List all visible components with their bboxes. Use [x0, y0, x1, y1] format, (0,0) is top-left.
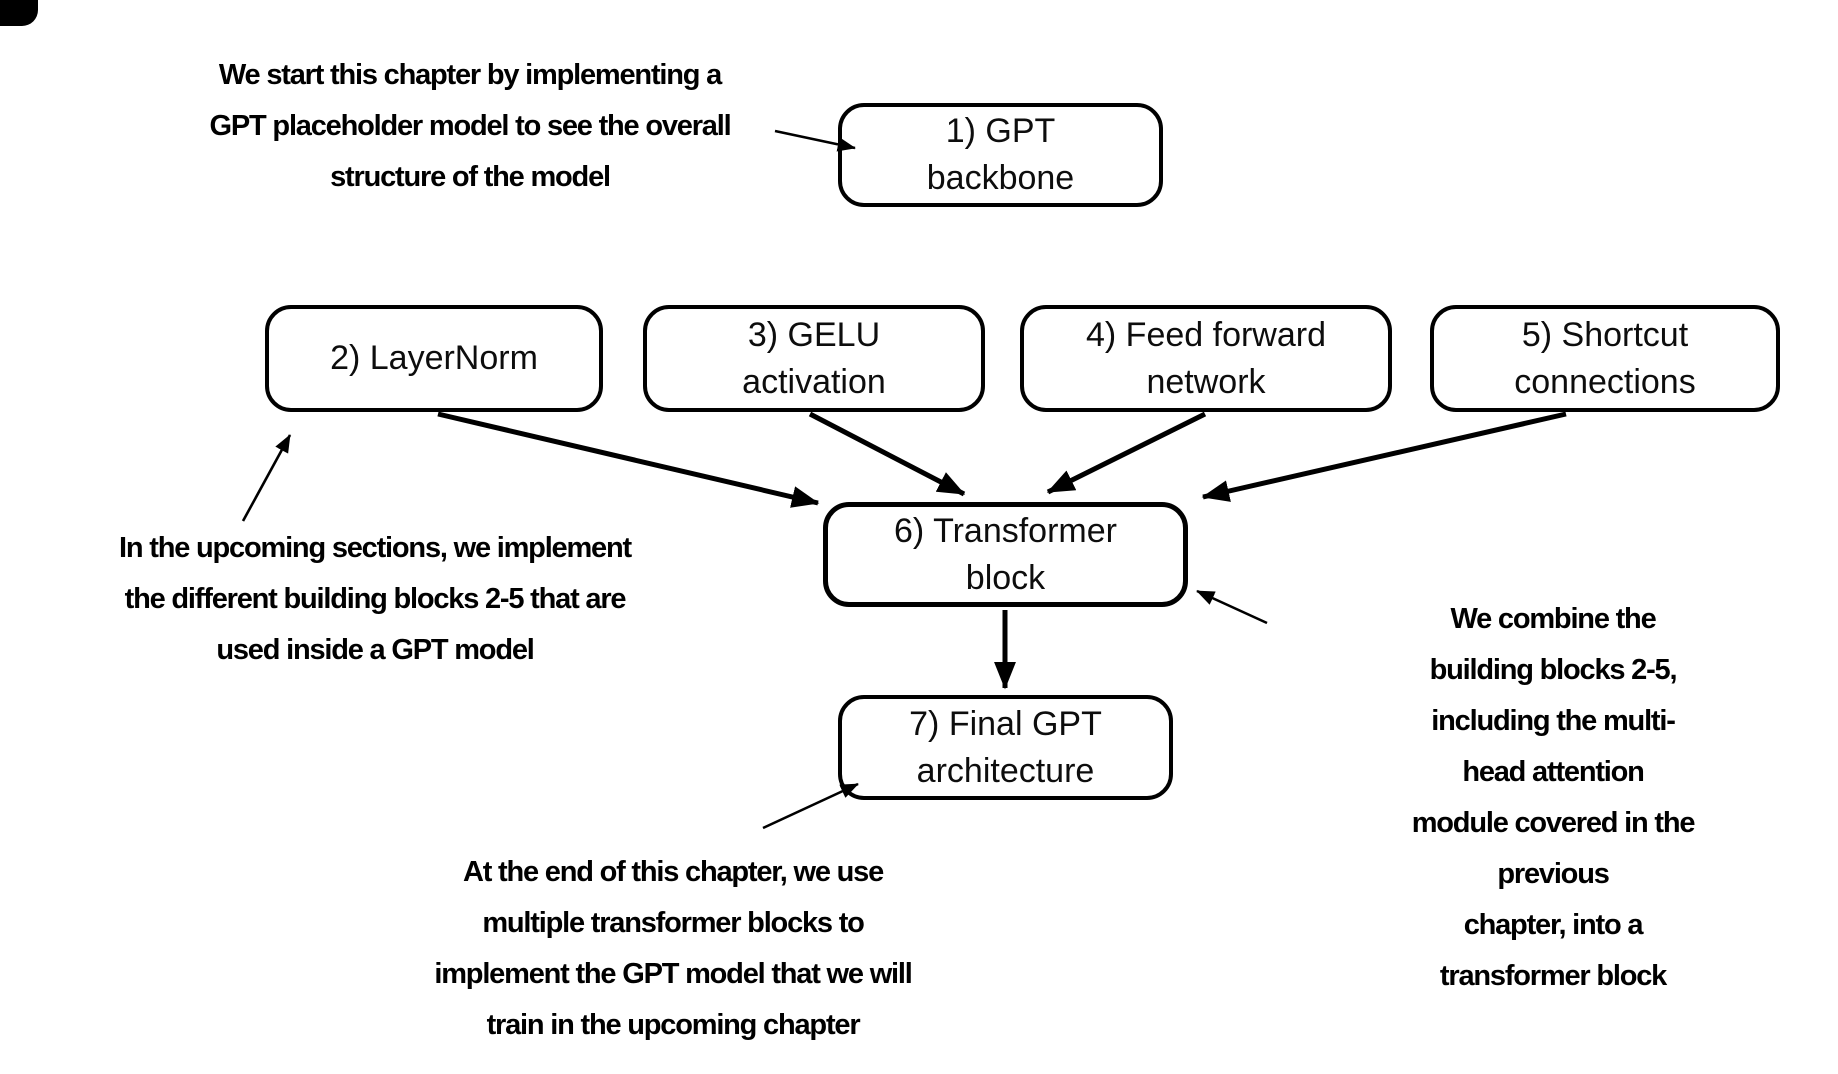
node-transformer-block: 6) Transformer block [823, 502, 1188, 607]
node-feed-forward-network: 4) Feed forward network [1020, 305, 1392, 412]
arrow-layernorm-to-transformer-block [437, 411, 820, 508]
annotation-final-gpt-note: At the end of this chapter, we use multi… [434, 856, 912, 1041]
node-gpt-backbone: 1) GPT backbone [838, 103, 1163, 207]
arrow-transformer-note-to-transformer-block [1196, 589, 1268, 625]
annotation-building-blocks-note: In the upcoming sections, we implement t… [119, 532, 632, 666]
annotation-backbone-note: We start this chapter by implementing a … [209, 59, 732, 193]
annotation-transformer-note: We combine the building blocks 2-5, incl… [1411, 603, 1696, 992]
arrow-shortcut-to-transformer-block [1201, 411, 1567, 502]
arrow-gelu-to-transformer-block [808, 411, 966, 497]
arrow-blocks-note-to-layernorm [241, 434, 292, 522]
node-layernorm: 2) LayerNorm [265, 305, 603, 412]
node-shortcut-connections: 5) Shortcut connections [1430, 305, 1780, 412]
node-final-gpt-architecture: 7) Final GPT architecture [838, 695, 1173, 800]
corner-mark [0, 0, 38, 26]
arrow-feed-forward-to-transformer-block [1046, 411, 1207, 495]
node-gelu-activation: 3) GELU activation [643, 305, 985, 412]
